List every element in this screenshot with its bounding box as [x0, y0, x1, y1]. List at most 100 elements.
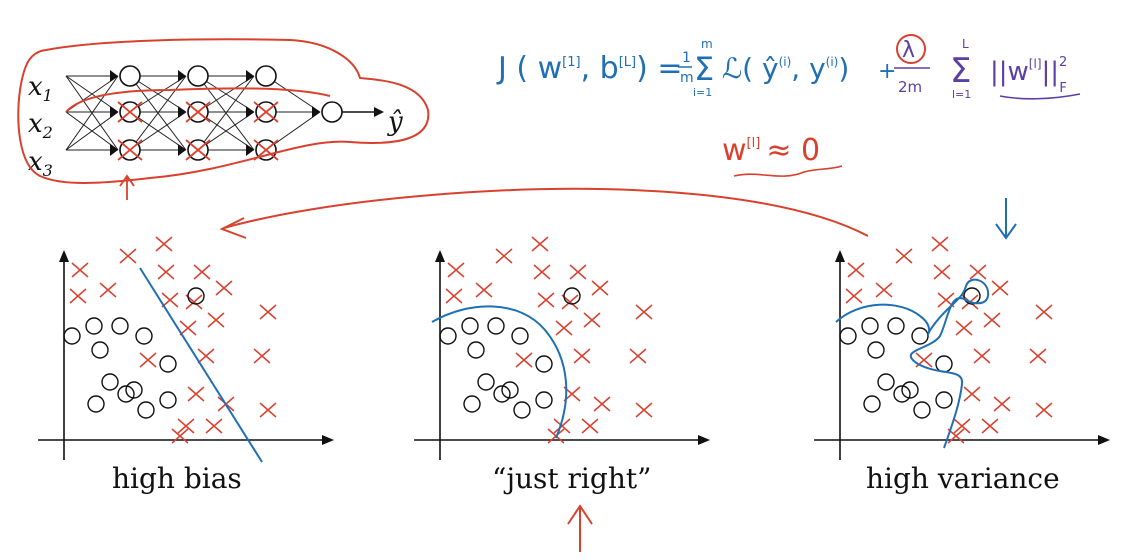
class-o-point [101, 373, 119, 391]
x-axis-arrow [1098, 435, 1110, 445]
class-o-point [487, 317, 505, 335]
unit-circle [119, 65, 141, 87]
class-o-point [901, 381, 919, 399]
class-o-point [877, 373, 895, 391]
class-x-point [629, 348, 647, 364]
class-x-point [253, 348, 271, 364]
output-arrowhead [374, 107, 384, 117]
panel-just-right [414, 236, 710, 460]
weights-approx-zero-note: w[l]≈ 0 [722, 133, 843, 177]
edge [65, 111, 119, 151]
class-o-point [117, 385, 135, 403]
class-o-point [501, 381, 519, 399]
class-x-point [573, 348, 591, 364]
class-x-point [963, 386, 981, 402]
class-x-point [591, 280, 609, 296]
y-axis-arrow [435, 250, 445, 262]
hidden-unit-l2-u3 [178, 139, 209, 161]
class-x-point [197, 348, 215, 364]
class-x-point [475, 282, 493, 298]
caption-high-variance: high variance [866, 462, 1060, 495]
edge [129, 111, 187, 151]
x-axis-arrow [698, 435, 710, 445]
edge [129, 75, 187, 113]
neural-network-diagram: x1 x2 x3 ŷ [17, 38, 430, 200]
class-x-point [495, 248, 513, 264]
class-x-point [445, 288, 463, 304]
cost-function: J ( w[1], b[L]) = [496, 51, 683, 86]
y-axis-arrow [59, 250, 69, 262]
class-x-point [553, 418, 571, 434]
class-o-point [159, 355, 177, 373]
class-x-point [157, 264, 175, 280]
dropout-cross [253, 101, 279, 123]
class-o-point [477, 373, 495, 391]
sum-symbol: Σ [694, 50, 714, 88]
dropout-cross [185, 139, 211, 161]
class-x-point [71, 262, 89, 278]
class-x-point [215, 280, 233, 296]
panel-high-bias [38, 236, 334, 460]
class-o-point [861, 317, 879, 335]
class-x-point [177, 418, 195, 434]
approx-zero: w[l]≈ 0 [722, 133, 820, 168]
edge [129, 75, 187, 151]
hidden-unit-l1-u3 [110, 139, 141, 161]
class-x-point [139, 352, 157, 368]
unit-input-wedge [178, 106, 186, 118]
class-x-point [447, 262, 465, 278]
reg-den: 2m [898, 78, 922, 96]
class-x-point [555, 320, 573, 336]
class-x-point [953, 418, 971, 434]
class-o-point [535, 355, 553, 373]
class-x-point [1035, 304, 1053, 320]
class-o-point [535, 391, 553, 409]
class-x-point [259, 304, 277, 320]
unit-input-wedge [246, 106, 254, 118]
unit-input-wedge [246, 70, 254, 82]
unit-input-wedge [178, 70, 186, 82]
class-x-point [155, 236, 173, 252]
class-o-point [135, 327, 153, 345]
norm-underline [999, 93, 1081, 100]
caption-high-bias: high bias [112, 462, 242, 495]
boundary-high-bias [139, 267, 263, 463]
unit-circle [187, 65, 209, 87]
class-o-point [935, 355, 953, 373]
class-o-point [125, 381, 143, 399]
class-x-point [537, 292, 555, 308]
class-o-point [111, 317, 129, 335]
output-y-hat: ŷ [387, 107, 403, 137]
class-o-point [511, 327, 529, 345]
class-o-point [911, 327, 929, 345]
class-x-point [179, 320, 197, 336]
reg-sum-top: L [962, 37, 969, 51]
class-x-point [931, 236, 949, 252]
class-x-point [969, 264, 987, 280]
unit-input-wedge [312, 106, 320, 118]
class-x-point [955, 320, 973, 336]
unit-input-wedge [110, 70, 118, 82]
reg-sum-bottom: l=1 [952, 88, 971, 101]
class-x-point [993, 396, 1011, 412]
class-x-point [569, 264, 587, 280]
y-axis-arrow [835, 250, 845, 262]
class-x-point [193, 264, 211, 280]
class-o-point [463, 395, 481, 413]
curved-arrow-to-high-bias [223, 187, 869, 237]
dropout-cross [185, 101, 211, 123]
class-o-point [85, 317, 103, 335]
class-o-point [63, 327, 81, 345]
lambda: λ [902, 38, 915, 63]
variance-pointer-arrow [995, 198, 1017, 240]
class-o-point [935, 391, 953, 409]
panel-high-variance [814, 236, 1110, 460]
class-x-point [531, 236, 549, 252]
frac-den: m [680, 70, 694, 86]
class-x-point [991, 280, 1009, 296]
regularized-cost-formula: J ( w[1], b[L]) = 1 m m Σ i=1 ℒ( ŷ(i), y… [496, 34, 1081, 101]
class-x-point [847, 262, 865, 278]
output-unit [312, 101, 343, 123]
